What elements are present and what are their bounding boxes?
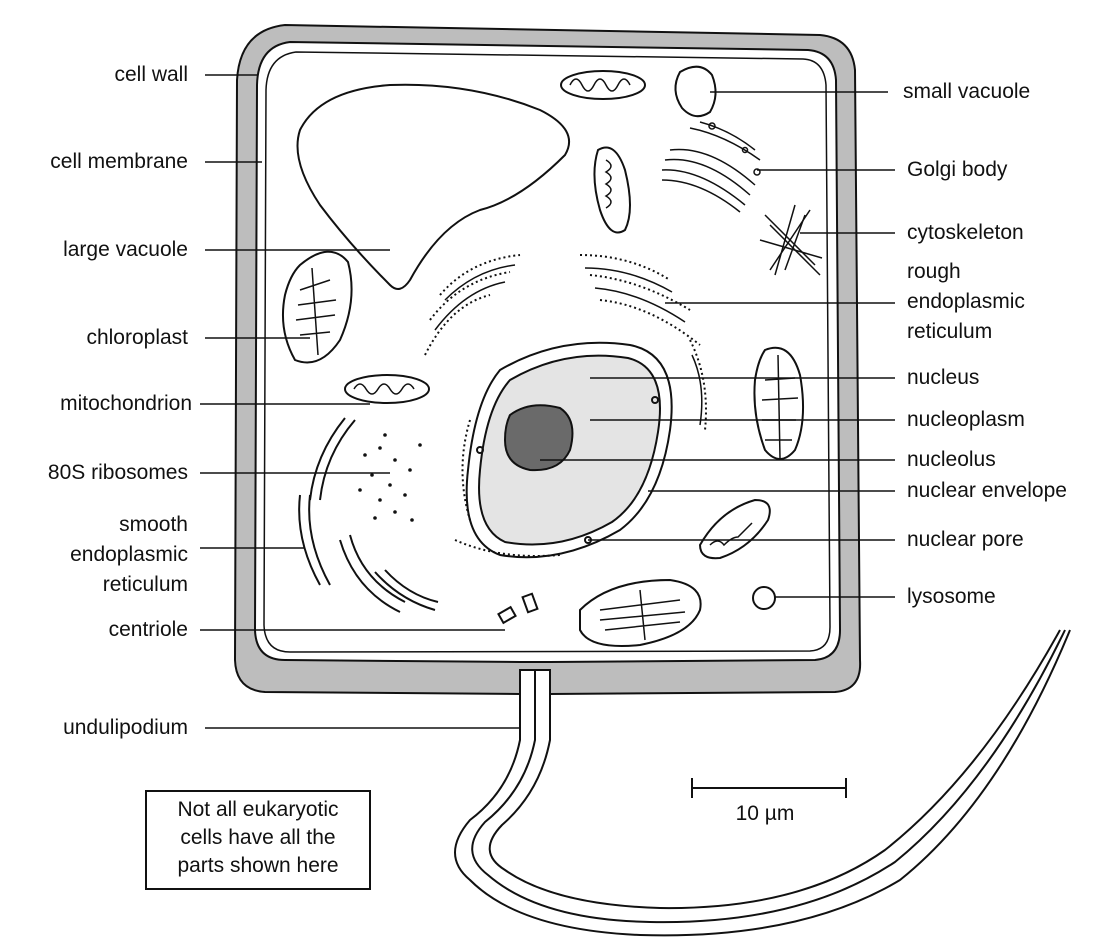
note-box: Not all eukaryotic cells have all the pa…: [145, 790, 371, 890]
label-rough-er: rough endoplasmic reticulum: [907, 257, 1025, 347]
label-undulipodium: undulipodium: [63, 716, 188, 740]
label-nucleolus: nucleolus: [907, 448, 996, 472]
label-chloroplast: chloroplast: [86, 326, 188, 350]
label-nuclear-pore: nuclear pore: [907, 528, 1024, 552]
label-centriole: centriole: [109, 618, 188, 642]
label-nucleus: nucleus: [907, 366, 979, 390]
scale-bar-label: 10 µm: [700, 802, 830, 826]
label-golgi-body: Golgi body: [907, 158, 1007, 182]
label-large-vacuole: large vacuole: [63, 238, 188, 262]
label-lysosome: lysosome: [907, 585, 996, 609]
scale-bar: [692, 778, 846, 798]
label-mitochondrion: mitochondrion: [60, 392, 192, 416]
label-nucleoplasm: nucleoplasm: [907, 408, 1025, 432]
label-smooth-er: smooth endoplasmic reticulum: [70, 510, 188, 600]
label-cell-membrane: cell membrane: [50, 150, 188, 174]
label-small-vacuole: small vacuole: [903, 80, 1030, 104]
label-cytoskeleton: cytoskeleton: [907, 221, 1024, 245]
label-80s-ribosomes: 80S ribosomes: [48, 461, 188, 485]
label-cell-wall: cell wall: [114, 63, 188, 87]
cell-membrane: [255, 42, 840, 662]
label-nuclear-envelope: nuclear envelope: [907, 479, 1067, 503]
